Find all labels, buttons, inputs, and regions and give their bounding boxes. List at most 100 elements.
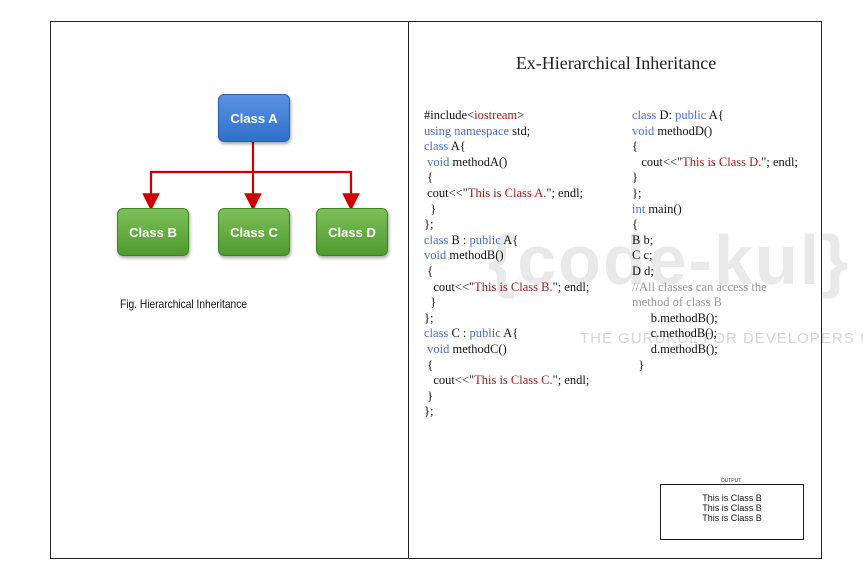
output-box — [660, 484, 804, 540]
code-token: void — [424, 154, 450, 169]
code-token: iostream — [474, 108, 518, 122]
code-token: C : — [448, 326, 470, 341]
code-token: //All classes can access the — [632, 279, 767, 294]
code-token: using namespace — [424, 123, 510, 138]
code-token: } — [424, 201, 437, 216]
code-line: c.methodB(); — [632, 326, 798, 342]
code-line: { — [424, 358, 589, 374]
code-line: }; — [424, 311, 589, 327]
code-line: cout<<"This is Class D."; endl; — [632, 155, 798, 171]
code-line: { — [424, 170, 589, 186]
code-token: This is Class B. — [474, 279, 553, 294]
code-token: A{ — [448, 139, 466, 154]
code-token: } — [632, 170, 638, 185]
class-b-box: Class B — [117, 208, 189, 256]
code-line: { — [632, 139, 798, 155]
output-label: OUTPUT — [703, 478, 759, 484]
code-block-right: class D: public A{void methodD(){ cout<<… — [632, 108, 798, 373]
code-line: cout<<"This is Class A."; endl; — [424, 186, 589, 202]
code-token: "; endl; — [761, 154, 798, 169]
code-token: "; endl; — [546, 185, 584, 200]
code-line: d.methodB(); — [632, 342, 798, 358]
code-token: cout<<" — [424, 279, 475, 294]
code-token: A{ — [706, 108, 724, 122]
code-token: This is Class A. — [467, 185, 547, 200]
code-token: D d; — [632, 263, 654, 278]
code-token: { — [424, 170, 434, 185]
code-token: methodC() — [449, 341, 507, 356]
code-token: public — [675, 108, 707, 122]
code-line: B b; — [632, 233, 798, 249]
code-token: b.methodB(); — [632, 310, 718, 325]
output-line: This is Class B — [702, 493, 762, 503]
panel-divider — [408, 21, 409, 559]
code-line: void methodB() — [424, 248, 589, 264]
code-line: C c; — [632, 248, 798, 264]
code-line: void methodA() — [424, 155, 589, 171]
code-token: { — [632, 217, 638, 232]
code-token: int — [632, 201, 646, 216]
code-token: methodB() — [446, 248, 504, 263]
code-token: void — [424, 248, 447, 263]
code-line: } — [632, 358, 798, 374]
code-line: } — [632, 170, 798, 186]
class-d-box: Class D — [316, 208, 388, 256]
code-token: public — [469, 232, 501, 247]
code-line: class A{ — [424, 139, 589, 155]
code-line: using namespace std; — [424, 124, 589, 140]
code-line: #include<iostream> — [424, 108, 589, 124]
code-line: { — [424, 264, 589, 280]
code-line: class B : public A{ — [424, 233, 589, 249]
code-token: cout<<" — [424, 373, 475, 388]
code-token: methodD() — [654, 123, 713, 138]
class-c-box: Class C — [218, 208, 290, 256]
code-token: main() — [645, 201, 682, 216]
code-token: class — [632, 108, 657, 122]
code-token: void — [632, 123, 655, 138]
code-line: } — [424, 295, 589, 311]
code-token: { — [632, 139, 638, 154]
code-token: } — [632, 357, 645, 372]
code-block-left: #include<iostream>using namespace std;cl… — [424, 108, 589, 420]
panel-title: Ex-Hierarchical Inheritance — [515, 53, 717, 73]
code-token: }; — [424, 404, 434, 419]
output-line: This is Class B — [702, 513, 762, 523]
code-line: class D: public A{ — [632, 108, 798, 124]
class-a-box: Class A — [218, 94, 290, 142]
code-token: D: — [656, 108, 676, 122]
code-token: "; endl; — [552, 279, 590, 294]
code-token: B : — [448, 232, 470, 247]
code-line: void methodD() — [632, 124, 798, 140]
code-line: b.methodB(); — [632, 311, 798, 327]
code-token: d.methodB(); — [632, 341, 718, 356]
code-line: cout<<"This is Class B."; endl; — [424, 280, 589, 296]
code-line: } — [424, 389, 589, 405]
code-token: }; — [632, 185, 642, 200]
code-token: class — [424, 232, 449, 247]
figure-caption: Fig. Hierarchical Inheritance — [120, 297, 247, 311]
code-line: int main() — [632, 202, 798, 218]
code-token: }; — [424, 310, 434, 325]
code-line: class C : public A{ — [424, 326, 589, 342]
code-line: }; — [632, 186, 798, 202]
code-token: #include< — [424, 108, 475, 122]
code-token: C c; — [632, 248, 653, 263]
code-token: cout<<" — [424, 185, 468, 200]
code-token: This is Class D. — [682, 154, 762, 169]
code-token: B b; — [632, 232, 654, 247]
code-line: cout<<"This is Class C."; endl; — [424, 373, 589, 389]
code-line: D d; — [632, 264, 798, 280]
code-token: class — [424, 326, 449, 341]
code-token: { — [424, 357, 434, 372]
code-line: { — [632, 217, 798, 233]
code-token: void — [424, 341, 450, 356]
code-token: A{ — [500, 326, 519, 341]
watermark: {code-kul} — [488, 221, 851, 299]
code-line: void methodC() — [424, 342, 589, 358]
code-token: > — [517, 108, 525, 122]
code-token: c.methodB(); — [632, 326, 718, 341]
output-line: This is Class B — [702, 503, 762, 513]
code-line: method of class B — [632, 295, 798, 311]
code-token: method of class B — [632, 295, 722, 310]
figure-frame — [50, 21, 822, 559]
